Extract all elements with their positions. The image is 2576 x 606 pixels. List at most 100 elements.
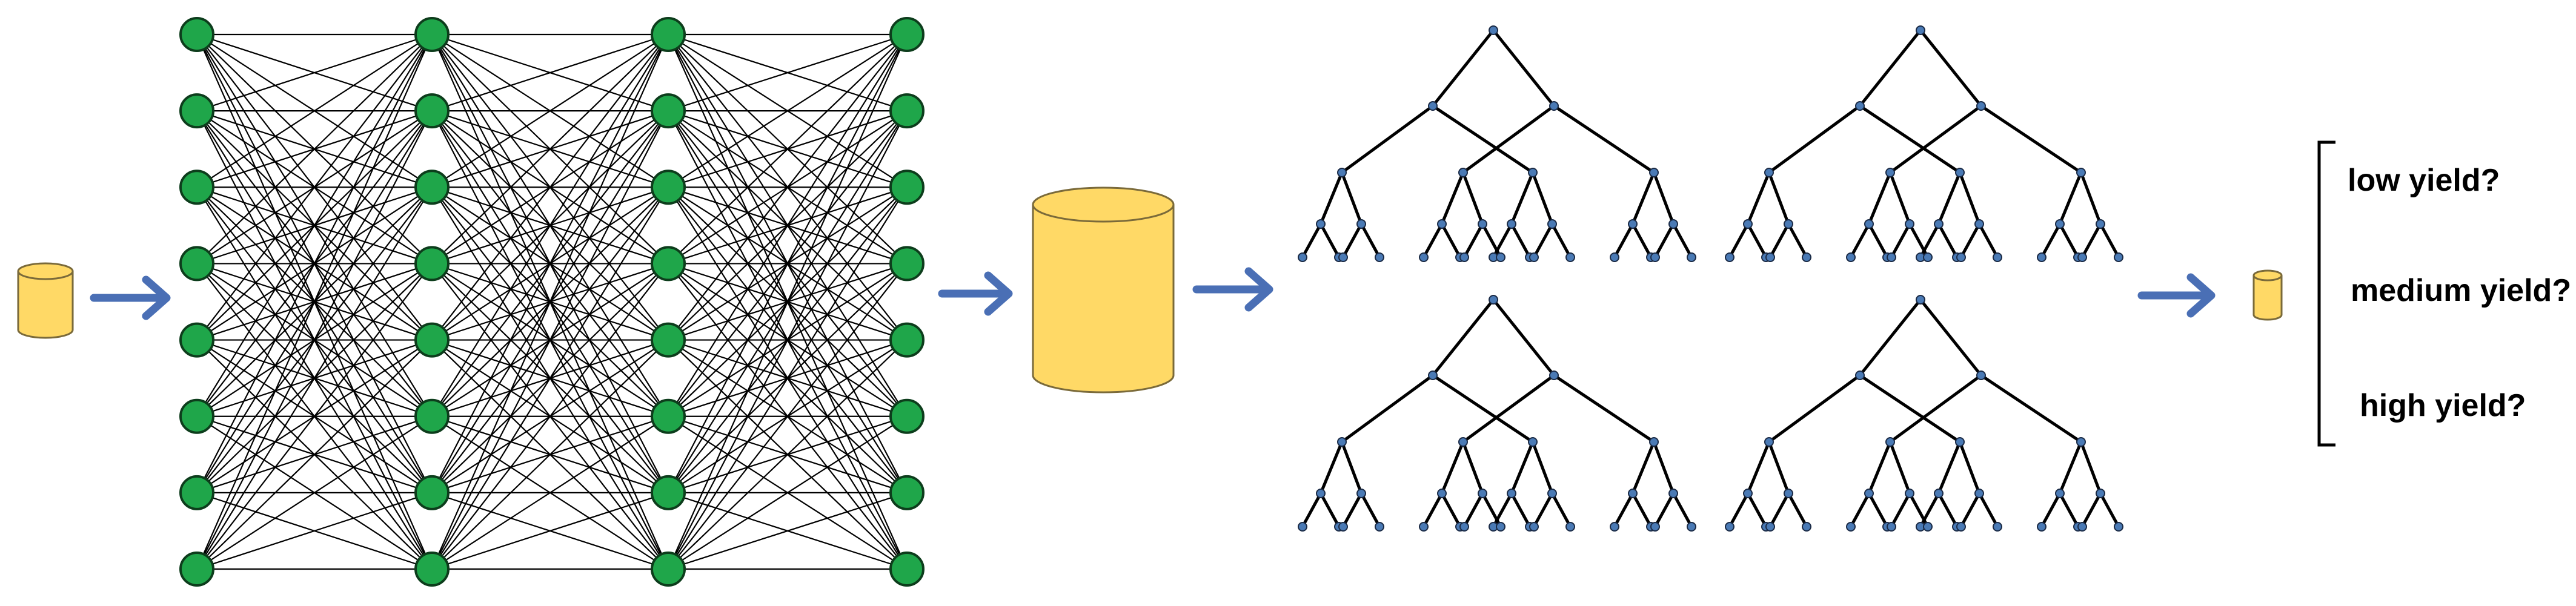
tree-branch — [1888, 172, 1911, 225]
arrow-features-to-forest — [1192, 267, 1273, 312]
nn-edge — [196, 33, 433, 112]
random-forest — [1298, 25, 2123, 532]
tree-branch — [2099, 223, 2120, 259]
tree-branch — [1919, 223, 1940, 259]
nn-node — [889, 475, 925, 510]
tree-node — [1864, 489, 1874, 498]
tree-node — [1887, 522, 1896, 532]
tree-node — [1725, 522, 1734, 532]
tree-branch — [2079, 441, 2102, 494]
tree-node — [1725, 252, 1734, 262]
tree-branch — [1631, 441, 1656, 494]
neural-network-nodes — [179, 17, 925, 587]
nn-node — [651, 322, 686, 358]
neural-network-edges — [196, 33, 908, 570]
tree-branch — [2058, 492, 2080, 528]
tree-branch — [1510, 441, 1535, 494]
tree-node — [1784, 489, 1793, 498]
tree-branch — [1859, 374, 1961, 444]
tree-branch — [1440, 441, 1465, 494]
tree-node — [2055, 219, 2065, 229]
tree-node — [1649, 168, 1659, 177]
input-data-cylinder — [17, 262, 74, 339]
tree-node — [1974, 489, 1984, 498]
tree-branch — [1937, 492, 1959, 528]
tree-node — [1610, 522, 1619, 532]
tree-branch — [2058, 441, 2083, 494]
tree-node — [1784, 219, 1793, 229]
tree-node — [1993, 522, 2002, 532]
tree-branch — [1341, 374, 1434, 444]
tree-branch — [1849, 492, 1871, 528]
tree-branch — [1937, 223, 1959, 259]
tree-node — [1496, 522, 1505, 532]
nn-node — [889, 170, 925, 205]
tree-node — [1298, 252, 1307, 262]
nn-edge — [196, 415, 433, 570]
nn-node — [179, 322, 214, 358]
tree-branch — [1422, 223, 1444, 259]
tree-node — [1887, 252, 1896, 262]
tree-node — [1956, 522, 1966, 532]
nn-edge — [668, 186, 908, 570]
tree-branch — [1432, 298, 1495, 377]
nn-node — [889, 17, 925, 52]
tree-branch — [1652, 172, 1675, 225]
tree-node — [1459, 522, 1469, 532]
tree-branch — [1652, 441, 1675, 494]
nn-node — [889, 398, 925, 434]
tree-node — [1356, 219, 1366, 229]
tree-branch — [1461, 172, 1484, 225]
tree-node — [1934, 489, 1944, 498]
tree-node — [1687, 252, 1696, 262]
tree-branch — [1890, 223, 1911, 259]
nn-edge — [431, 34, 669, 265]
tree-branch — [1787, 492, 1808, 528]
tree-node — [2114, 252, 2123, 262]
tree-branch — [1671, 223, 1693, 259]
nn-edge — [431, 34, 669, 493]
output-label-high: high yield? — [2360, 388, 2526, 423]
tree-branch — [1980, 374, 2082, 444]
tree-node — [1298, 522, 1307, 532]
tree-branch — [1728, 492, 1750, 528]
nn-node — [179, 17, 214, 52]
tree-node — [1428, 371, 1438, 380]
tree-node — [1764, 168, 1774, 177]
tree-branch — [1319, 223, 1341, 259]
tree-branch — [1462, 374, 1555, 444]
nn-edge — [668, 34, 908, 341]
nn-edge — [196, 339, 433, 570]
tree-branch — [1919, 492, 1940, 528]
tree-branch — [1613, 223, 1635, 259]
tree-branch — [1440, 172, 1465, 225]
tree-branch — [1958, 172, 1981, 225]
tree-node — [1650, 522, 1660, 532]
nn-edge — [668, 34, 908, 265]
tree-node — [1489, 295, 1498, 305]
nn-edge — [431, 110, 669, 570]
tree-branch — [1937, 172, 1962, 225]
tree-branch — [1653, 492, 1675, 528]
tree-branch — [1613, 492, 1635, 528]
tree-branch — [1631, 492, 1653, 528]
tree-branch — [1908, 492, 1930, 528]
decision-tree — [1725, 25, 2123, 262]
output-bracket — [2317, 140, 2335, 447]
tree-branch — [1531, 172, 1554, 225]
tree-node — [1885, 168, 1895, 177]
arrow-forest-to-prediction — [2137, 273, 2216, 318]
tree-node — [1459, 252, 1469, 262]
tree-node — [1765, 252, 1775, 262]
tree-node — [1507, 489, 1516, 498]
tree-branch — [2058, 223, 2080, 259]
nn-node — [414, 552, 450, 587]
tree-branch — [1859, 29, 1922, 107]
nn-edge — [668, 263, 908, 570]
tree-branch — [1301, 492, 1323, 528]
nn-edge — [196, 34, 433, 188]
tree-node — [1356, 489, 1366, 498]
tree-node — [1934, 219, 1944, 229]
nn-edge — [668, 34, 908, 493]
tree-branch — [1492, 29, 1555, 107]
